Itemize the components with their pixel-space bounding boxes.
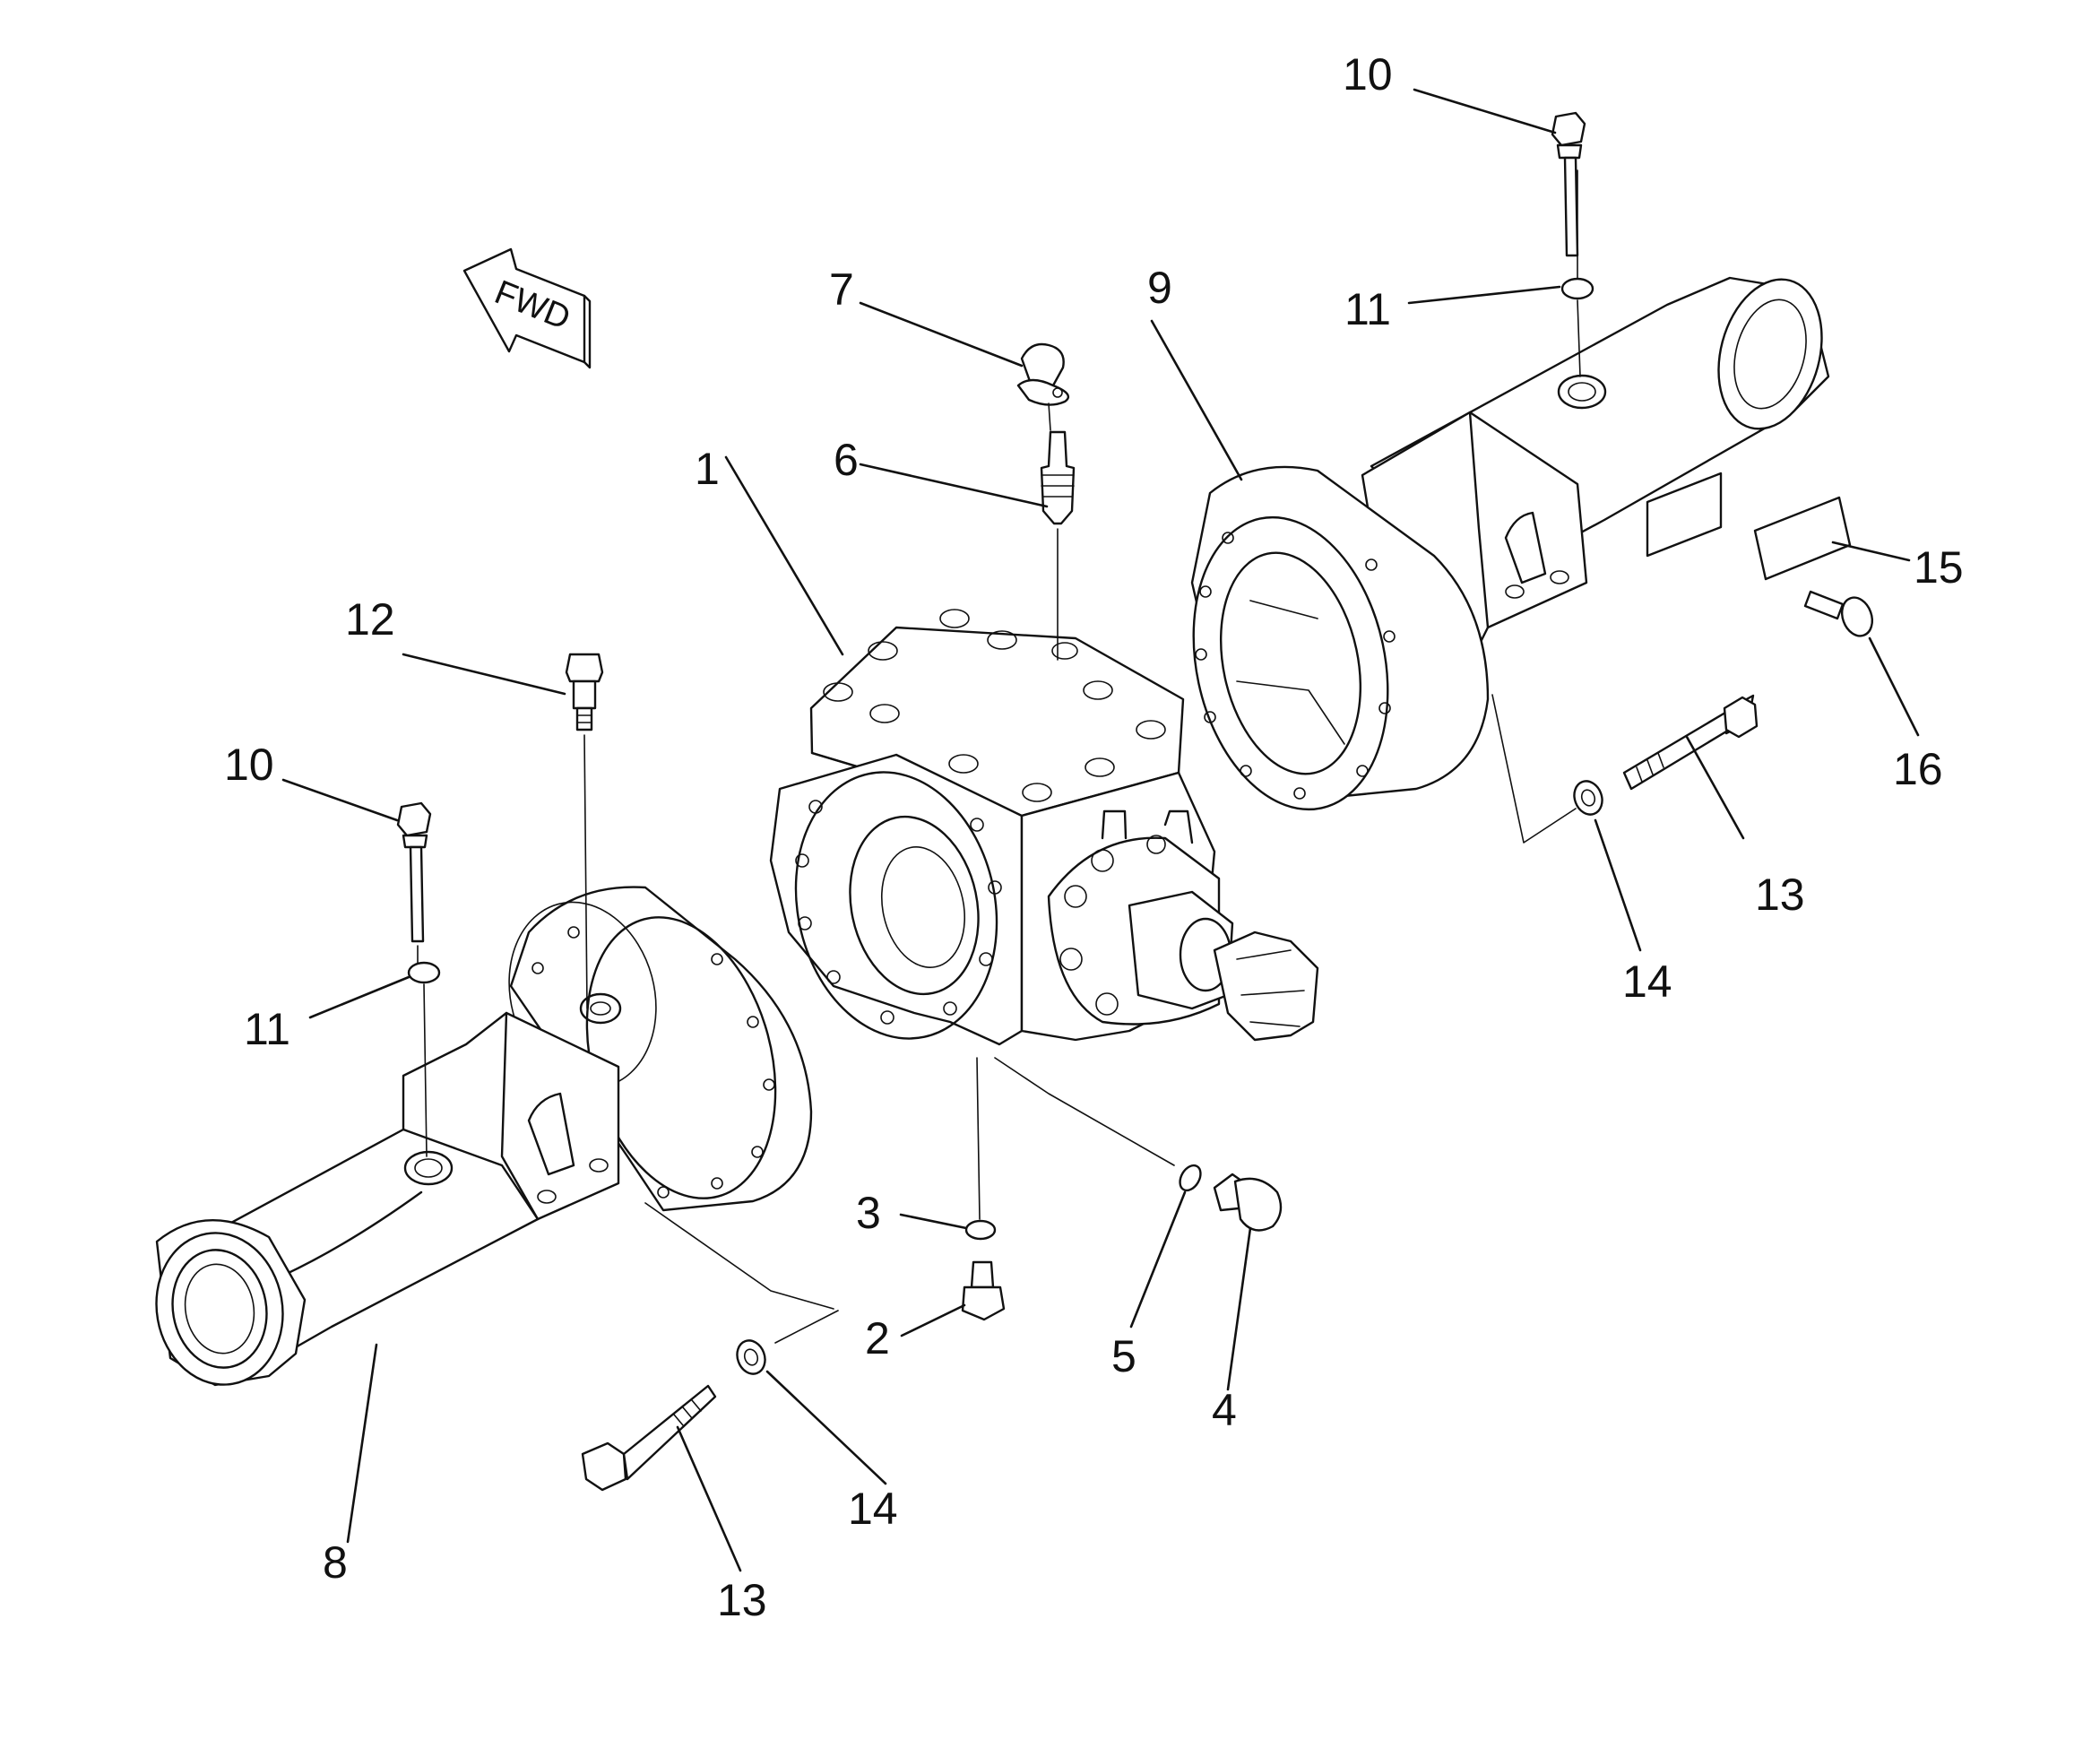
callout-16: 16 xyxy=(1893,744,1943,794)
left-washer xyxy=(736,1339,766,1375)
callout-10-right: 10 xyxy=(1343,49,1393,100)
callout-5: 5 xyxy=(1111,1331,1136,1381)
callout-4: 4 xyxy=(1212,1385,1237,1435)
callout-10-left: 10 xyxy=(224,740,274,790)
callout-14-right: 14 xyxy=(1622,956,1672,1007)
callout-labels: 1 2 3 4 5 6 7 8 9 10 10 11 11 12 13 13 1… xyxy=(224,49,1964,1625)
level-plug xyxy=(565,653,604,731)
left-mounting-bolt xyxy=(581,1384,717,1492)
left-breather-bolt xyxy=(396,801,432,943)
callout-11-right: 11 xyxy=(1344,284,1391,334)
callout-14-left: 14 xyxy=(848,1484,898,1534)
callout-9: 9 xyxy=(1147,263,1172,313)
callout-11-left: 11 xyxy=(244,1004,290,1054)
filler-o-ring xyxy=(1179,1164,1202,1192)
left-axle-housing xyxy=(155,886,813,1387)
right-o-ring xyxy=(1560,277,1594,300)
callout-1: 1 xyxy=(695,444,720,494)
leader-lines xyxy=(281,88,1920,1572)
callout-13-left: 13 xyxy=(717,1575,767,1625)
breather xyxy=(1040,430,1076,525)
filler-plug xyxy=(1213,1173,1283,1232)
callout-8: 8 xyxy=(323,1537,348,1588)
right-breather-bolt xyxy=(1551,111,1586,257)
callout-2: 2 xyxy=(865,1313,890,1363)
cover-plate xyxy=(1753,496,1852,581)
fwd-direction-arrow: FWD xyxy=(462,247,592,369)
callout-15: 15 xyxy=(1914,542,1964,593)
callout-3: 3 xyxy=(856,1188,881,1238)
assembly-lines xyxy=(417,169,1581,1344)
right-axle-housing xyxy=(1190,276,1830,811)
right-washer xyxy=(1573,780,1603,816)
drain-o-ring xyxy=(964,1219,997,1241)
callout-7: 7 xyxy=(829,264,854,315)
right-mounting-bolt xyxy=(1622,694,1759,791)
fwd-label: FWD xyxy=(489,273,575,337)
left-o-ring xyxy=(407,961,441,984)
cover-bolt xyxy=(1803,590,1874,637)
callout-13-right: 13 xyxy=(1755,870,1805,920)
callout-6: 6 xyxy=(834,435,859,485)
drain-plug xyxy=(961,1260,1006,1321)
callout-12: 12 xyxy=(345,594,395,645)
breather-cap xyxy=(1016,342,1069,406)
differential-case xyxy=(769,609,1319,1046)
